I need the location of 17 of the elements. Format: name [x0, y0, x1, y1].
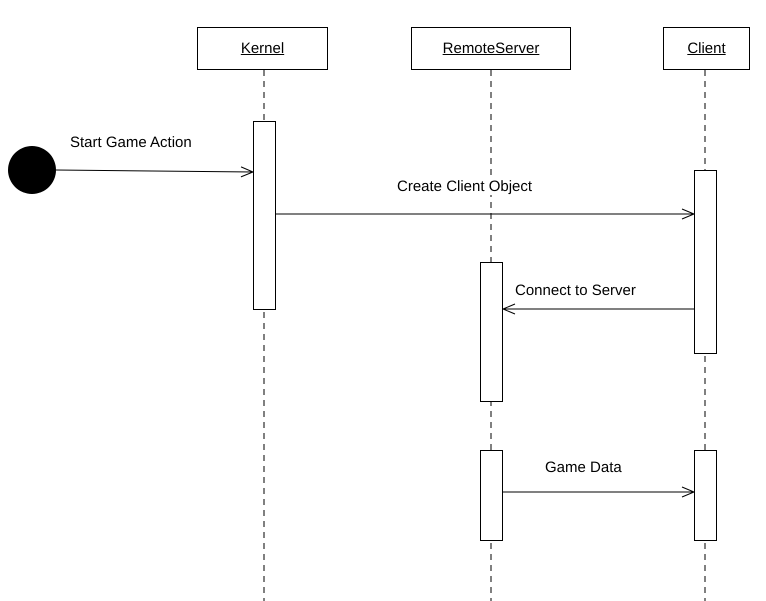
object-name: Client: [687, 40, 726, 57]
message-arrow: [502, 486, 694, 498]
activation-bar: [480, 450, 503, 541]
object-name: RemoteServer: [442, 40, 540, 57]
message-label: Create Client Object: [395, 178, 534, 195]
activation-bar: [253, 121, 276, 310]
message-arrow: [56, 166, 254, 178]
activation-bar: [694, 170, 717, 354]
activation-bar: [480, 262, 503, 402]
activation-bar: [694, 450, 717, 541]
object-box: [197, 27, 328, 70]
message-arrow: [502, 304, 694, 314]
object-name: Kernel: [240, 40, 284, 57]
object-box: [411, 27, 571, 70]
message-arrow: [276, 208, 694, 220]
object-box: [663, 27, 750, 70]
initial-node: [8, 146, 56, 194]
